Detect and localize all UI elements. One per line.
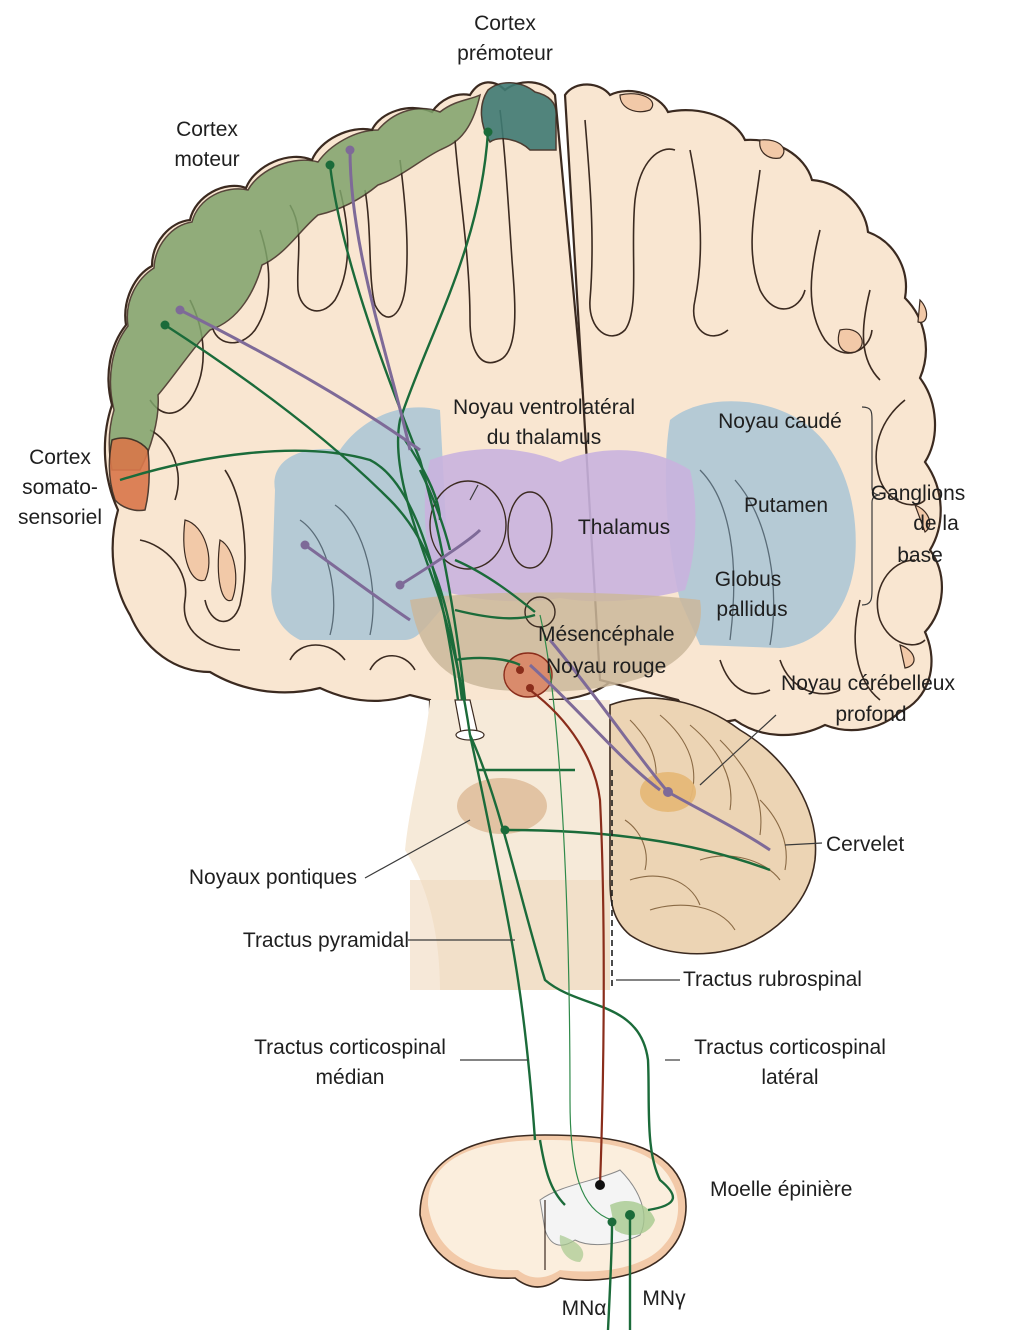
label-basal-ganglia-line3: base bbox=[897, 544, 943, 567]
label-deep-cerebellar-line1: Noyau cérébelleux bbox=[781, 672, 955, 695]
label-pyramidal-tract: Tractus pyramidal bbox=[243, 929, 409, 952]
label-medial-cst-line2: médian bbox=[316, 1066, 385, 1089]
label-somatosensory-line1: Cortex bbox=[29, 446, 91, 469]
label-cerebellum: Cervelet bbox=[826, 833, 904, 856]
cerebellum bbox=[610, 698, 816, 954]
label-basal-ganglia-line2: de la bbox=[913, 512, 959, 535]
label-globus-pallidus-line2: pallidus bbox=[716, 598, 787, 621]
label-spinal-cord: Moelle épinière bbox=[710, 1178, 852, 1201]
label-somatosensory-line3: sensoriel bbox=[18, 506, 102, 529]
label-pontine-nuclei: Noyaux pontiques bbox=[189, 866, 357, 889]
label-deep-cerebellar-line2: profond bbox=[835, 703, 906, 726]
label-vl-thalamus-line1: Noyau ventrolatéral bbox=[453, 396, 635, 419]
label-caudate-nucleus: Noyau caudé bbox=[718, 410, 842, 433]
label-somatosensory-line2: somato- bbox=[22, 476, 98, 499]
label-premotor-cortex-line2: prémoteur bbox=[457, 42, 553, 65]
label-gamma-motor-neuron: MNγ bbox=[642, 1287, 686, 1310]
spinal-cord-section bbox=[420, 1135, 686, 1287]
label-basal-ganglia-line1: Ganglions bbox=[871, 482, 966, 505]
label-rubrospinal-tract: Tractus rubrospinal bbox=[683, 968, 862, 991]
label-lateral-cst-line2: latéral bbox=[761, 1066, 818, 1089]
label-alpha-motor-neuron: MNα bbox=[562, 1297, 607, 1320]
label-motor-cortex-line1: Cortex bbox=[176, 118, 238, 141]
label-motor-cortex-line2: moteur bbox=[174, 148, 239, 171]
label-thalamus: Thalamus bbox=[578, 516, 670, 539]
label-red-nucleus: Noyau rouge bbox=[546, 655, 666, 678]
label-putamen: Putamen bbox=[744, 494, 828, 517]
label-lateral-cst-line1: Tractus corticospinal bbox=[694, 1036, 886, 1059]
label-premotor-cortex-line1: Cortex bbox=[474, 12, 536, 35]
label-vl-thalamus-line2: du thalamus bbox=[487, 426, 601, 449]
label-midbrain: Mésencéphale bbox=[538, 623, 675, 646]
label-medial-cst-line1: Tractus corticospinal bbox=[254, 1036, 446, 1059]
label-globus-pallidus-line1: Globus bbox=[715, 568, 782, 591]
